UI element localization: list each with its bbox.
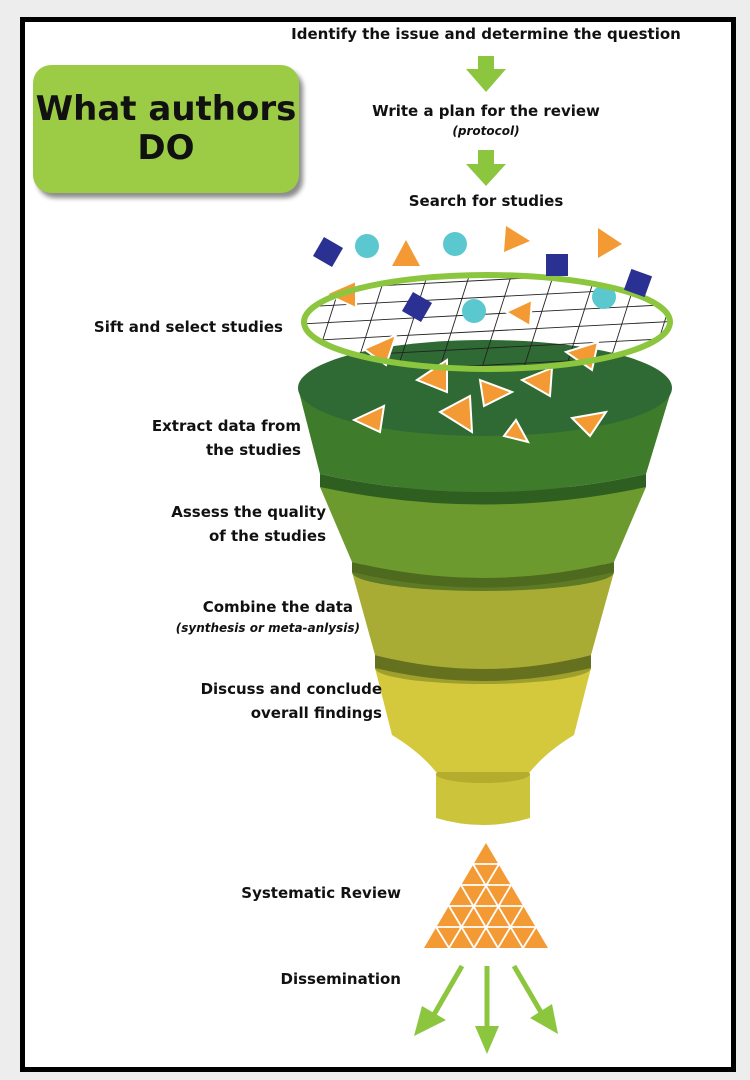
systematic-review-label: Systematic Review	[241, 884, 401, 902]
sieve-ring	[301, 272, 673, 372]
step-identify: Identify the issue and determine the que…	[291, 25, 681, 43]
step-discuss-line1: Discuss and conclude	[200, 680, 382, 698]
step-combine-sub: (synthesis or meta-anlysis)	[175, 621, 360, 635]
step-plan: Write a plan for the review	[372, 102, 600, 120]
title-line-2: DO	[137, 128, 195, 168]
step-discuss-line2: overall findings	[250, 704, 382, 722]
funnel-tier-olive	[352, 572, 614, 669]
dissemination-label: Dissemination	[280, 970, 402, 988]
review-pyramid	[424, 843, 548, 949]
step-extract-line1: Extract data from	[151, 417, 301, 435]
funnel	[298, 340, 672, 825]
step-search: Search for studies	[408, 192, 564, 210]
step-combine: Combine the data	[202, 598, 353, 616]
title-box: What authors DO	[33, 65, 299, 193]
down-arrow-1	[466, 56, 506, 92]
step-assess-line2: of the studies	[208, 527, 326, 545]
down-arrow-2	[466, 150, 506, 186]
funnel-tier-green	[320, 487, 646, 578]
step-plan-sub: (protocol)	[452, 124, 520, 138]
step-sift: Sift and select studies	[93, 318, 283, 336]
study-shapes	[312, 226, 653, 298]
step-assess-line1: Assess the quality	[171, 503, 326, 521]
funnel-tier-yellow	[375, 668, 591, 772]
step-extract-line2: the studies	[205, 441, 301, 459]
funnel-spout	[436, 774, 530, 825]
title-line-1: What authors	[35, 88, 297, 129]
dissemination-arrows	[414, 964, 558, 1054]
